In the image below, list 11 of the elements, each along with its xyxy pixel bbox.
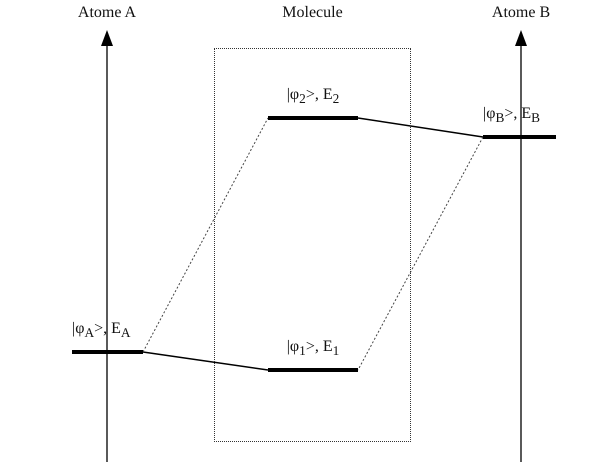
connector-line [142, 351, 268, 371]
level-label: |φ$_{B}$>, E$_{B}$ [483, 105, 540, 126]
level-label: |φ$_{A}$>, E$_{A}$ [72, 320, 131, 342]
axis-label: Atome A [76, 4, 138, 22]
group-heading: Molecule [281, 4, 344, 22]
axis-label: Atome B [490, 4, 552, 22]
level-label: |φ$_{2}$>, E$_{2}$ [286, 86, 340, 108]
dotted-connector [358, 136, 484, 370]
connector-line [358, 117, 484, 138]
level-label: |φ$_{1}$>, E$_{1}$ [286, 338, 340, 360]
dotted-connector [142, 118, 268, 352]
